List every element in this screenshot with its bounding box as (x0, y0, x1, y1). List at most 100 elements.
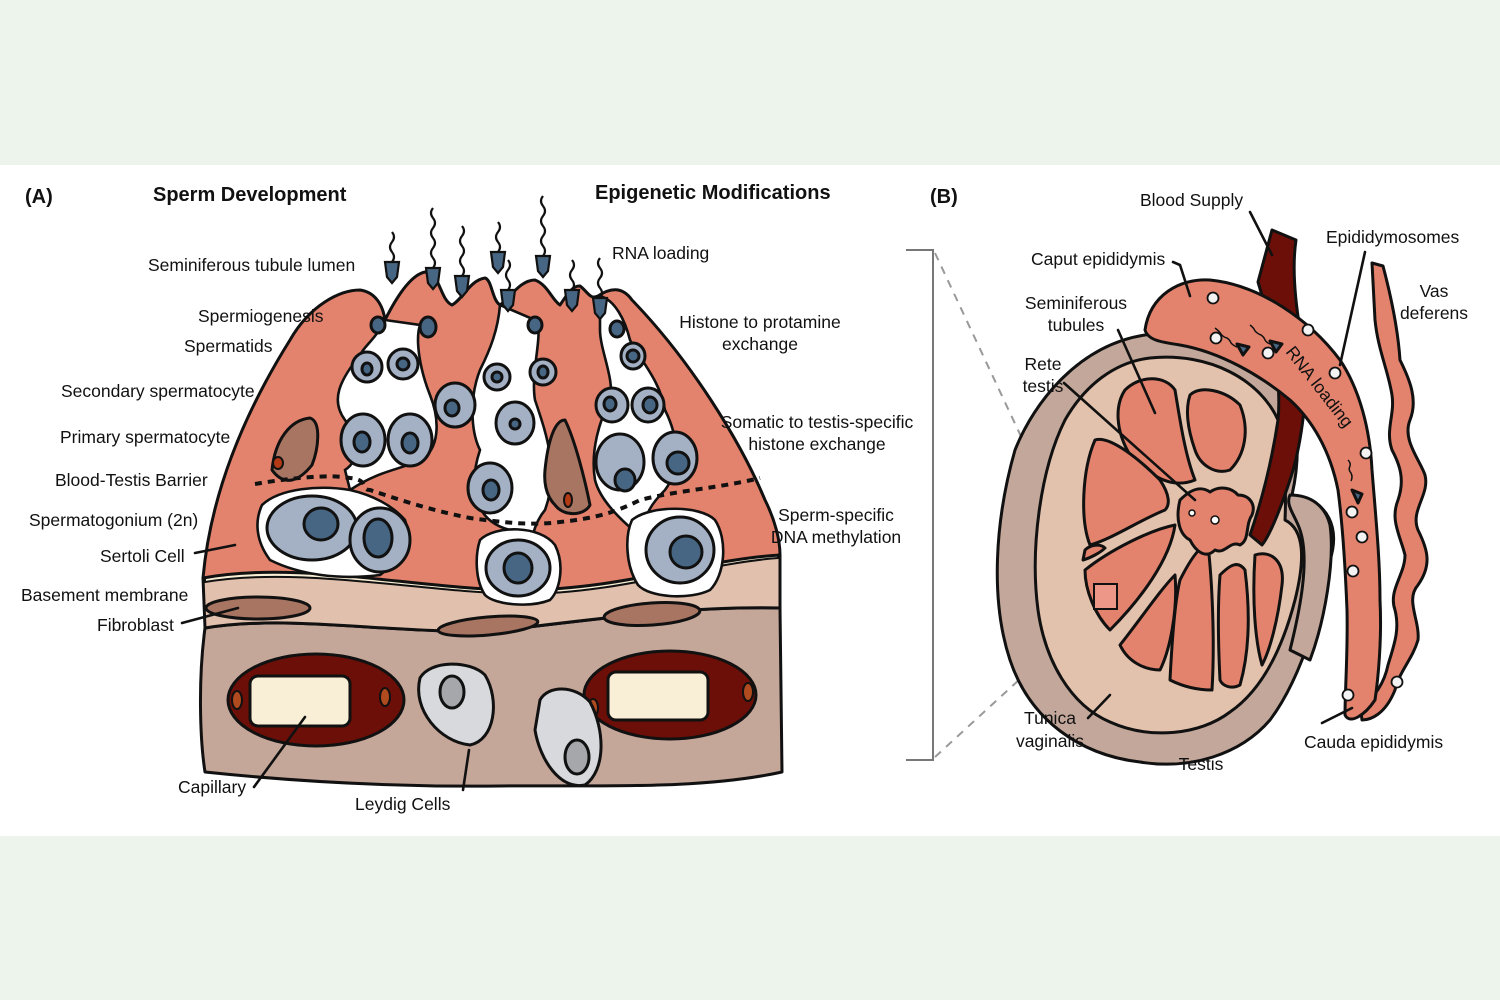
panel-a-letter: (A) (25, 186, 53, 208)
secondary-spermatocyte-cell (433, 381, 477, 429)
leader-line-sertoli (193, 543, 237, 555)
label-capillary: Capillary (178, 777, 246, 797)
spermatogonium-cell (484, 538, 552, 598)
fibroblast-cell (602, 601, 702, 627)
leader-line-rete-testis (1062, 381, 1197, 502)
blood-testis-barrier-line (254, 474, 761, 526)
panel-b: (B) Blood Supply Epididymosomes Caput ep… (930, 186, 1468, 774)
sperm-development-heading: Sperm Development (153, 184, 347, 206)
epididymosome (1346, 564, 1360, 578)
label-cauda-epididymis: Cauda epididymis (1304, 732, 1443, 752)
spermatid-cell (482, 362, 512, 392)
leader-line-leydig (461, 748, 471, 792)
spermatozoon (383, 231, 401, 285)
leader-line-tunica (1086, 693, 1112, 720)
lobule (1252, 552, 1284, 667)
spermatozoon (489, 221, 507, 275)
zoom-connector-top (934, 252, 1094, 591)
spermatid-cell (350, 350, 384, 384)
leader-line-seminiferous-tubules (1116, 328, 1157, 415)
primary-spermatocyte-cell (386, 412, 434, 468)
primary-spermatocyte-cell (466, 461, 514, 515)
leydig-cell (417, 662, 495, 747)
primary-spermatocyte-cell (339, 412, 387, 468)
panel-a: (A) Sperm Development Epigenetic Modific… (21, 182, 914, 814)
label-seminiferous-lumen: Seminiferous tubule lumen (148, 255, 355, 275)
label-primary-spermatocyte: Primary spermatocyte (60, 427, 230, 447)
spermatozoon (534, 195, 552, 279)
spermatid-nucleus (526, 315, 544, 335)
label-tunica-1: Tunica (1024, 708, 1076, 728)
epididymis (1143, 278, 1383, 721)
label-basement-membrane: Basement membrane (21, 585, 188, 605)
label-caput-epididymis: Caput epididymis (1031, 249, 1165, 269)
cauda-body-inner (1287, 493, 1333, 662)
sertoli-nucleus (543, 418, 592, 516)
epididymosome (1328, 366, 1342, 380)
label-blood-supply: Blood Supply (1140, 190, 1243, 210)
label-leydig-cells: Leydig Cells (355, 794, 451, 814)
secondary-spermatocyte-cell (494, 400, 536, 446)
leader-line-caput (1171, 260, 1192, 298)
zoom-connector-bottom (934, 611, 1094, 758)
leader-line-cauda (1320, 706, 1354, 725)
fibroblast-cell (436, 614, 540, 638)
leader-line-blood-supply (1248, 210, 1274, 257)
fibroblast-cell (204, 595, 312, 621)
secondary-spermatocyte-cell (594, 386, 630, 424)
leader-line-capillary (252, 715, 307, 789)
label-rna-loading: RNA loading (612, 243, 709, 263)
spermatozoon (591, 257, 609, 321)
spermatozoon (499, 259, 517, 313)
spermatid-nucleus (418, 315, 438, 339)
label-histone-protamine-2: exchange (722, 334, 798, 354)
epididymosome (1390, 675, 1404, 689)
spermatid-cell (528, 357, 558, 387)
vas-deferens (1358, 261, 1429, 722)
spermatid-nucleus (608, 319, 626, 339)
label-spermatogonium: Spermatogonium (2n) (29, 510, 198, 530)
label-somatic-testis-1: Somatic to testis-specific (721, 412, 914, 432)
label-seminiferous-1: Seminiferous (1025, 293, 1127, 313)
label-vas-2: deferens (1400, 303, 1468, 323)
capillary-right (582, 649, 758, 741)
epigenetic-modifications-heading: Epigenetic Modifications (595, 182, 831, 204)
label-epididymosomes: Epididymosomes (1326, 227, 1459, 247)
leader-line-fibroblast (180, 606, 240, 625)
spermatid-cell (619, 341, 647, 371)
zoom-bracket (906, 249, 934, 761)
label-fibroblast: Fibroblast (97, 615, 174, 635)
label-tunica-2: vaginalis (1016, 731, 1084, 751)
leydig-cell (533, 687, 603, 787)
label-somatic-testis-2: histone exchange (748, 434, 885, 454)
secondary-spermatocyte-cell (630, 386, 666, 424)
label-rete-2: testis (1023, 376, 1064, 396)
spermatozoa-group (383, 195, 609, 321)
lobule (1186, 388, 1247, 473)
label-histone-protamine-1: Histone to protamine (679, 312, 840, 332)
epididymal-sperm (1214, 324, 1364, 505)
spermatid-cell (386, 347, 420, 381)
magnification-region-box (1093, 583, 1118, 610)
spermatozoon (453, 225, 471, 299)
label-testis: Testis (1179, 754, 1224, 774)
spermatozoon (563, 259, 581, 313)
epididymosome (1209, 331, 1223, 345)
label-vas-1: Vas (1420, 281, 1449, 301)
label-blood-testis-barrier: Blood-Testis Barrier (55, 470, 208, 490)
capillary-left (226, 652, 406, 748)
label-sperm-dna-methylation-2: DNA methylation (771, 527, 901, 547)
label-rete-1: Rete (1025, 354, 1062, 374)
primary-spermatocyte-cell (651, 430, 699, 486)
label-sperm-dna-methylation-1: Sperm-specific (778, 505, 894, 525)
lobule (1082, 437, 1170, 547)
epididymosome (1261, 346, 1275, 360)
primary-spermatocyte-cell (594, 432, 646, 493)
label-spermiogenesis: Spermiogenesis (198, 306, 324, 326)
lobule (1081, 543, 1107, 562)
epididymosome (1345, 505, 1359, 519)
zoom-indicator (906, 249, 1094, 761)
epididymosome-dots (1206, 291, 1404, 702)
label-sertoli-cell: Sertoli Cell (100, 546, 185, 566)
